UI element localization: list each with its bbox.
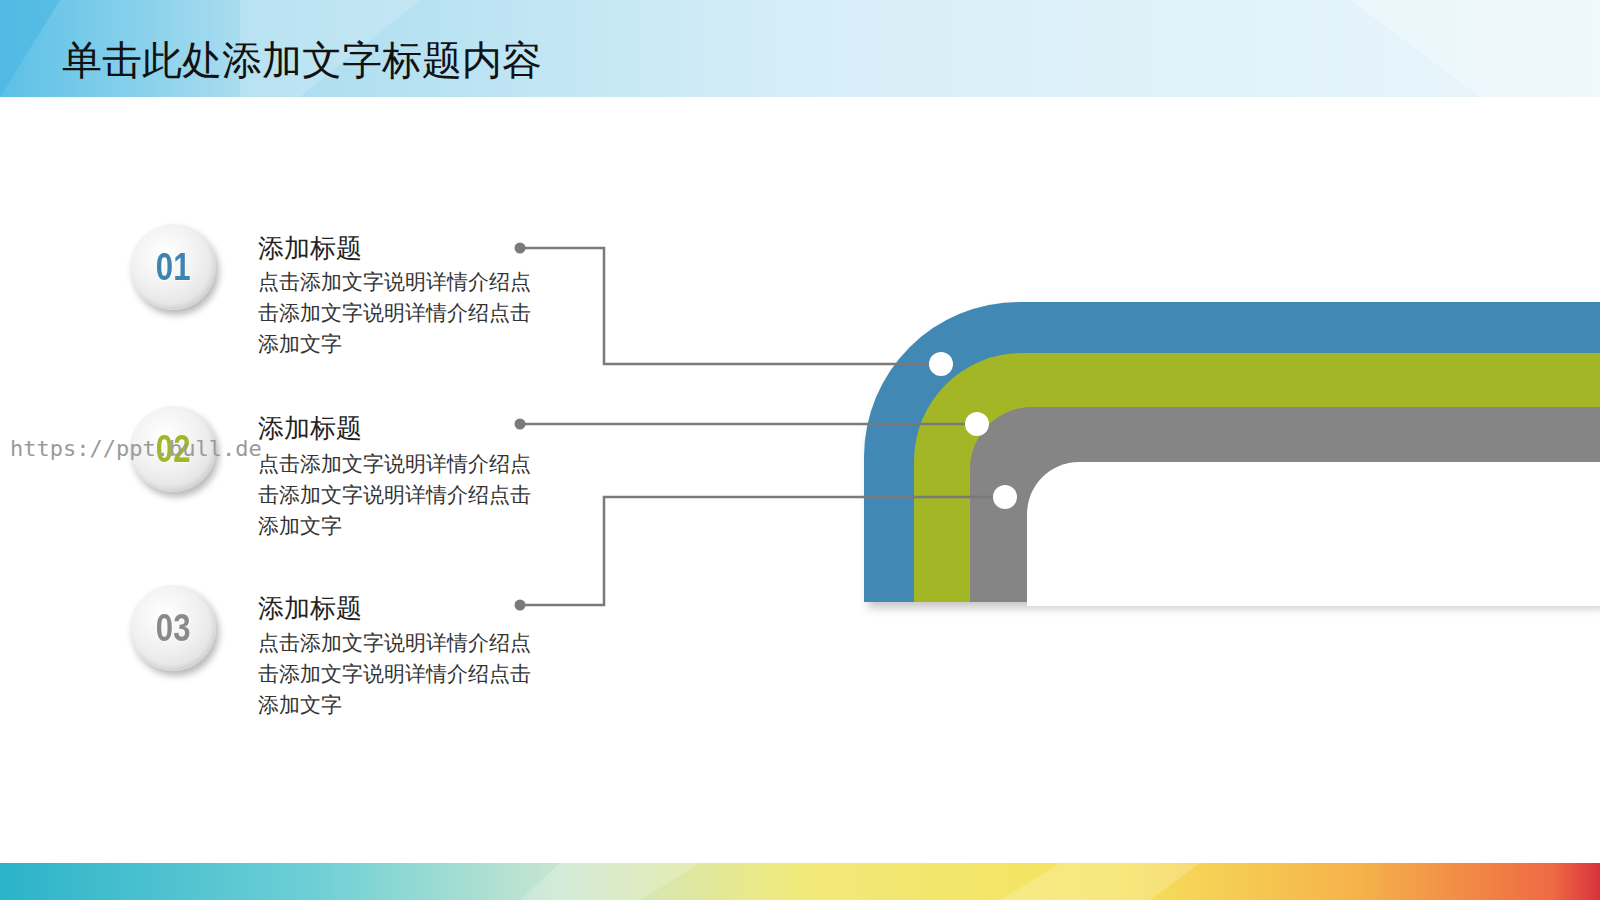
leader-dot <box>515 419 526 430</box>
item-heading: 添加标题 <box>258 411 362 445</box>
item-heading: 添加标题 <box>258 591 362 625</box>
band-dot <box>965 412 989 436</box>
leader-line <box>520 248 941 364</box>
item-heading: 添加标题 <box>258 231 362 265</box>
band-dot <box>929 352 953 376</box>
callout-number: 03 <box>156 607 191 650</box>
leader-line <box>520 497 1005 605</box>
footer-facet <box>1000 863 1200 900</box>
footer-facet <box>520 863 700 900</box>
slide-title: 单击此处添加文字标题内容 <box>62 34 542 86</box>
number-circle: 01 <box>130 224 216 310</box>
leader-line <box>520 423 977 426</box>
item-body: 点击添加文字说明详情介绍点 击添加文字说明详情介绍点击 添加文字 <box>258 267 548 360</box>
band-dots <box>929 352 1017 509</box>
header-band <box>0 0 1600 97</box>
header-facet <box>0 0 60 97</box>
leader-ends <box>515 243 526 611</box>
band-cutout <box>1027 462 1600 606</box>
leader-lines <box>520 248 1005 605</box>
watermark: https://ppt.bull.de <box>10 435 262 463</box>
header-facet <box>1350 0 1600 97</box>
footer-band <box>0 863 1600 900</box>
number-circle: 03 <box>130 585 216 671</box>
callout-number: 01 <box>156 246 191 289</box>
item-body: 点击添加文字说明详情介绍点 击添加文字说明详情介绍点击 添加文字 <box>258 628 548 721</box>
leader-dot <box>515 600 526 611</box>
band-dot <box>993 485 1017 509</box>
item-body: 点击添加文字说明详情介绍点 击添加文字说明详情介绍点击 添加文字 <box>258 449 548 542</box>
leader-dot <box>515 243 526 254</box>
